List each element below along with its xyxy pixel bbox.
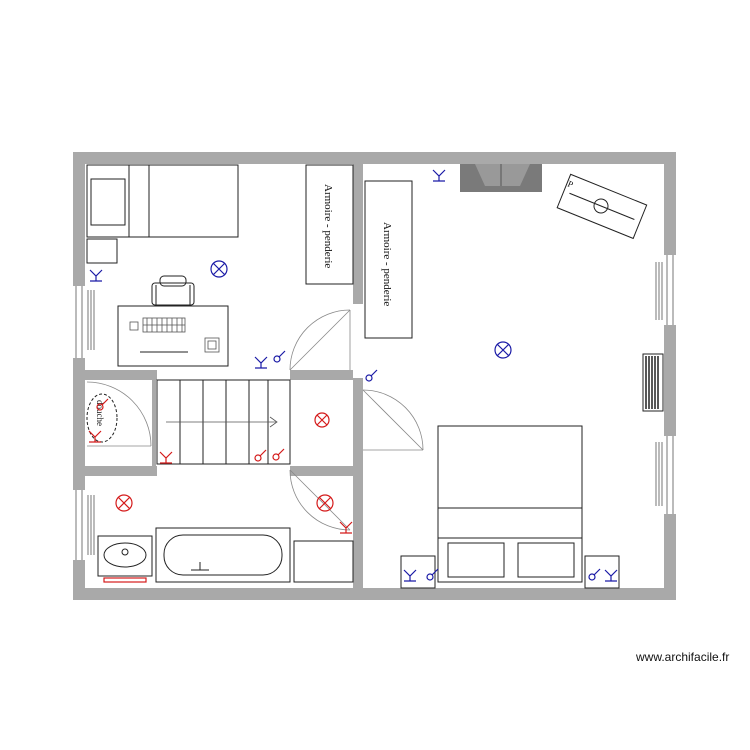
ceiling-light-bedroom1 [210,260,228,278]
shower-label: douche [95,400,105,426]
ceiling-light-master [494,341,512,359]
shower: douche [86,381,152,447]
heater-panel [642,353,664,412]
radiators [87,262,663,555]
nightstand-right [584,555,620,589]
bathroom-cabinet [293,540,354,583]
ceiling-light-bathroom1 [115,494,133,512]
bathtub [155,527,291,583]
staircase [156,379,291,465]
switch-symbols [88,169,618,582]
wardrobe-left-label: Armoire - penderie [322,184,334,268]
door-bathroom [289,469,351,531]
washbasin [97,535,153,583]
double-bed [437,425,583,583]
ceiling-light-landing [314,412,330,428]
ceiling-light-bathroom2 [316,494,334,512]
single-bed [86,164,239,238]
fireplace [460,164,542,192]
svg-text:P: P [566,179,574,190]
door-master-bedroom [362,389,424,451]
desk [117,305,229,367]
desk-chair [151,275,195,306]
windows [73,255,676,560]
wardrobe-left: Armoire - penderie [305,164,354,285]
watermark-text: www.archifacile.fr [636,650,730,664]
door-left-bedroom [289,309,351,371]
nightstand [86,238,118,264]
rotated-furniture: P [556,173,648,240]
wardrobe-right-label: Armoire - penderie [381,222,393,306]
wardrobe-right: Armoire - penderie [364,180,413,339]
